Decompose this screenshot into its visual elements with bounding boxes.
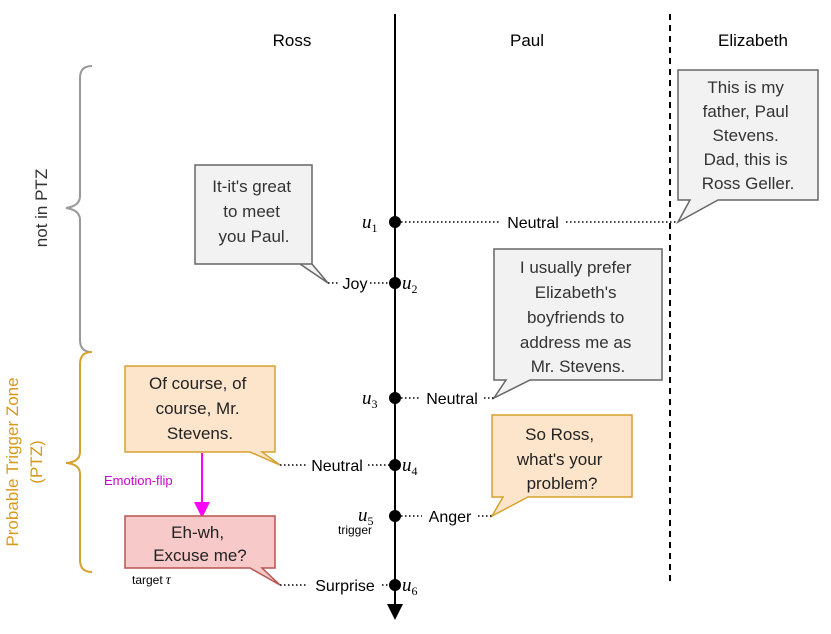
label-ptz-line2: (PTZ) (27, 440, 46, 483)
utterance-index-u2: u2 (402, 273, 418, 296)
emotion-label-u1: Neutral (507, 215, 559, 232)
emotion-label-u3: Neutral (426, 391, 478, 408)
utterance-u3: I usually prefer Elizabeth's boyfriends … (362, 248, 663, 411)
emotion-label-u4: Neutral (311, 458, 363, 475)
timeline-node-u3 (389, 392, 401, 404)
bubble-text-u4: Of course, of course, Mr. Stevens. (149, 374, 251, 443)
speech-bubble-u4 (124, 365, 281, 466)
bubble-text-u3: I usually prefer Elizabeth's boyfriends … (520, 258, 636, 376)
utterance-index-u6: u6 (402, 575, 418, 598)
emotion-label-u6: Surprise (315, 578, 375, 595)
emotion-label-u2: Joy (343, 276, 368, 293)
utterance-u4: Of course, of course, Mr. Stevens. Neutr… (124, 365, 418, 478)
bubble-text-u5: So Ross, what's your problem? (516, 425, 607, 493)
brace-ptz (65, 351, 93, 573)
speech-bubble-u1 (676, 69, 819, 224)
brace-not-ptz (65, 65, 93, 353)
timeline-node-u6 (389, 579, 401, 591)
timeline-node-u1 (389, 216, 401, 228)
utterance-index-u1: u1 (362, 212, 378, 235)
utterance-index-u3: u3 (362, 388, 378, 411)
utterance-index-u4: u4 (402, 455, 418, 478)
utterance-index-u5: u5 (358, 505, 374, 528)
timeline-node-u4 (389, 459, 401, 471)
emotion-label-u5: Anger (429, 509, 472, 526)
utterance-u1: This is my father, Paul Stevens. Dad, th… (362, 69, 819, 235)
speech-bubble-u2 (194, 164, 329, 284)
speech-bubble-u5 (490, 414, 633, 518)
label-not-ptz: not in PTZ (32, 169, 51, 247)
timeline-arrowhead (387, 604, 403, 620)
bubble-text-u6: Eh-wh, Excuse me? (153, 523, 247, 565)
speech-bubble-u6 (124, 515, 281, 586)
utterance-u2: It-it's great to meet you Paul. Joy u2 (194, 164, 418, 296)
bubble-text-u1: This is my father, Paul Stevens. Dad, th… (702, 78, 795, 193)
speech-bubble-u3 (491, 248, 663, 400)
bubble-text-u2: It-it's great to meet you Paul. (212, 177, 296, 246)
speaker-elizabeth: Elizabeth (718, 31, 788, 50)
emotion-flip-label: Emotion-flip (104, 473, 173, 488)
trigger-label: trigger (338, 523, 372, 537)
timeline-node-u2 (389, 277, 401, 289)
speaker-ross: Ross (273, 31, 312, 50)
label-ptz-line1: Probable Trigger Zone (3, 377, 22, 546)
timeline-node-u5 (389, 510, 401, 522)
speaker-paul: Paul (510, 31, 544, 50)
utterance-u5: So Ross, what's your problem? Anger u5 t… (338, 414, 633, 537)
